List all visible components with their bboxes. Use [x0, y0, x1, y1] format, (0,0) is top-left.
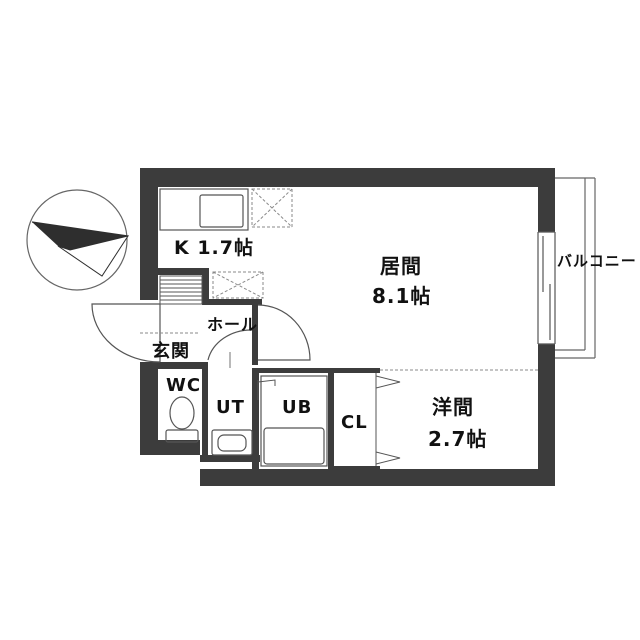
interior-walls	[158, 268, 380, 471]
balcony-label: バルコニー	[557, 252, 637, 270]
closet-label: CL	[341, 412, 368, 433]
fridge-space	[251, 188, 293, 228]
ub-door	[257, 379, 276, 400]
living-room-name: 居間	[380, 254, 422, 278]
kitchen-label: K 1.7帖	[174, 236, 254, 259]
north-arrow-icon	[26, 189, 130, 291]
western-room-name: 洋間	[432, 395, 474, 419]
bathtub	[260, 375, 328, 467]
ut-door	[207, 329, 253, 368]
balcony-window	[537, 231, 556, 345]
wall-gap-balcony-window	[536, 232, 557, 344]
washbasin	[211, 429, 253, 456]
hall-door	[257, 304, 311, 361]
entrance-label: 玄関	[152, 340, 190, 362]
ut-label: UT	[216, 397, 245, 418]
balcony	[555, 177, 596, 359]
living-room-size: 8.1帖	[372, 284, 431, 308]
hall-label: ホール	[207, 315, 258, 334]
western-room-size: 2.7帖	[428, 427, 487, 451]
wc-label: WC	[166, 375, 201, 396]
entrance-door	[91, 303, 200, 363]
kitchen-counter	[159, 188, 249, 231]
ub-label: UB	[282, 397, 312, 418]
shoe-cabinet	[159, 275, 203, 305]
storage-space	[212, 271, 264, 299]
wall-gap-entrance	[138, 300, 160, 362]
exterior-walls	[140, 168, 555, 486]
closet-doors	[375, 373, 401, 466]
toilet	[165, 396, 199, 443]
